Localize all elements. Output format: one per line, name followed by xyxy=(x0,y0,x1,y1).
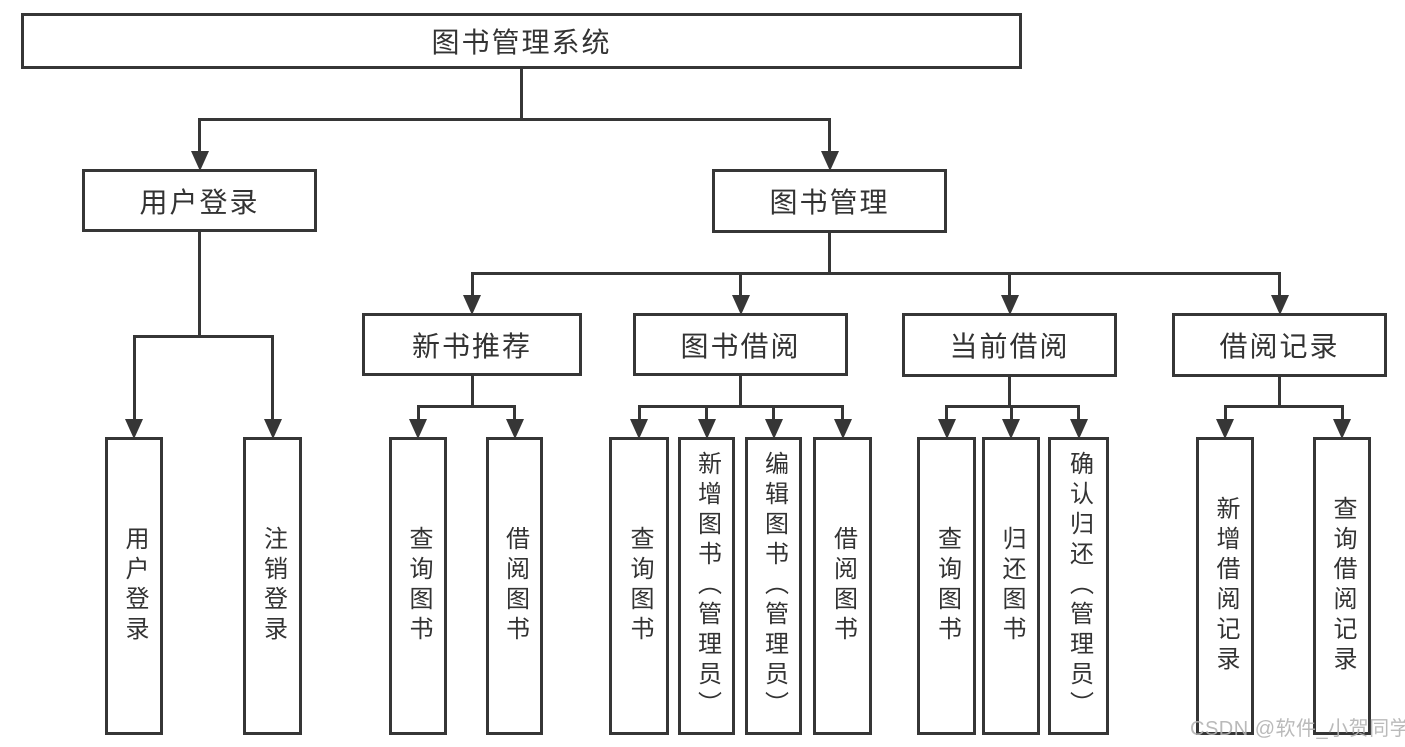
arrowhead xyxy=(764,419,783,439)
connector-line xyxy=(470,273,474,297)
connector-line xyxy=(520,69,523,121)
connector-line xyxy=(1009,406,1013,421)
node-cb-query-books: 查询图书 xyxy=(917,437,976,735)
connector-line xyxy=(416,404,516,408)
node-nr-query-books: 查询图书 xyxy=(389,437,447,735)
arrowhead xyxy=(263,419,282,439)
arrowhead xyxy=(1270,295,1289,315)
arrowhead xyxy=(820,151,839,171)
connector-line xyxy=(198,117,831,121)
node-bb-add-books-admin: 新增图书（管理员） xyxy=(678,437,735,735)
arrowhead xyxy=(1216,419,1234,439)
connector-line xyxy=(739,376,742,408)
arrowhead xyxy=(125,419,143,439)
node-user-login-module: 用户登录 xyxy=(82,169,317,232)
connector-line xyxy=(637,406,641,421)
node-logout: 注销登录 xyxy=(243,437,302,735)
arrowhead xyxy=(1000,295,1019,315)
arrowhead xyxy=(409,419,427,439)
connector-line xyxy=(132,336,136,421)
node-library-management-system: 图书管理系统 xyxy=(21,13,1022,69)
node-book-management-module: 图书管理 xyxy=(712,169,947,233)
connector-line xyxy=(1223,406,1227,421)
arrowhead xyxy=(1333,419,1351,439)
connector-line xyxy=(1077,406,1080,421)
arrowhead xyxy=(697,419,716,439)
connector-line xyxy=(416,406,420,421)
arrowhead xyxy=(463,295,481,315)
connector-line xyxy=(198,232,201,338)
node-cb-confirm-return-admin: 确认归还（管理员） xyxy=(1048,437,1109,735)
node-new-book-recommendation: 新书推荐 xyxy=(362,313,582,376)
connector-line xyxy=(1008,273,1011,297)
connector-line xyxy=(1223,404,1344,408)
connector-line xyxy=(828,119,831,153)
connector-line xyxy=(198,119,201,153)
node-br-add-borrow-record: 新增借阅记录 xyxy=(1196,437,1254,735)
connector-line xyxy=(828,233,831,275)
connector-line xyxy=(513,406,516,421)
connector-line xyxy=(705,406,708,421)
arrowhead xyxy=(190,151,209,171)
node-cb-return-books: 归还图书 xyxy=(982,437,1040,735)
arrowhead xyxy=(630,419,648,439)
arrowhead xyxy=(1069,419,1088,439)
connector-line xyxy=(739,273,742,297)
node-br-query-borrow-record: 查询借阅记录 xyxy=(1313,437,1371,735)
connector-line xyxy=(132,334,274,338)
connector-line xyxy=(637,404,844,408)
node-bb-edit-books-admin: 编辑图书（管理员） xyxy=(745,437,802,735)
node-current-borrowing: 当前借阅 xyxy=(902,313,1117,377)
node-borrowing-records: 借阅记录 xyxy=(1172,313,1387,377)
node-nr-borrow-books: 借阅图书 xyxy=(486,437,543,735)
node-bb-borrow-books: 借阅图书 xyxy=(813,437,872,735)
connector-line xyxy=(772,406,775,421)
arrowhead xyxy=(505,419,524,439)
connector-line xyxy=(945,404,1080,408)
connector-line xyxy=(1340,406,1344,421)
arrowhead xyxy=(731,295,750,315)
connector-line xyxy=(1278,377,1281,408)
connector-line xyxy=(1008,377,1011,408)
connector-line xyxy=(1278,273,1281,297)
connector-line xyxy=(945,406,948,421)
connector-line xyxy=(841,406,844,421)
node-bb-query-books: 查询图书 xyxy=(609,437,669,735)
node-user-login: 用户登录 xyxy=(105,437,163,735)
connector-line xyxy=(470,271,1281,275)
arrowhead xyxy=(1002,419,1020,439)
node-book-borrowing: 图书借阅 xyxy=(633,313,848,376)
watermark: CSDN @软件_小贺同学 xyxy=(1190,718,1405,740)
arrowhead xyxy=(833,419,852,439)
arrowhead xyxy=(937,419,956,439)
connector-line xyxy=(271,336,274,421)
connector-line xyxy=(470,376,474,408)
